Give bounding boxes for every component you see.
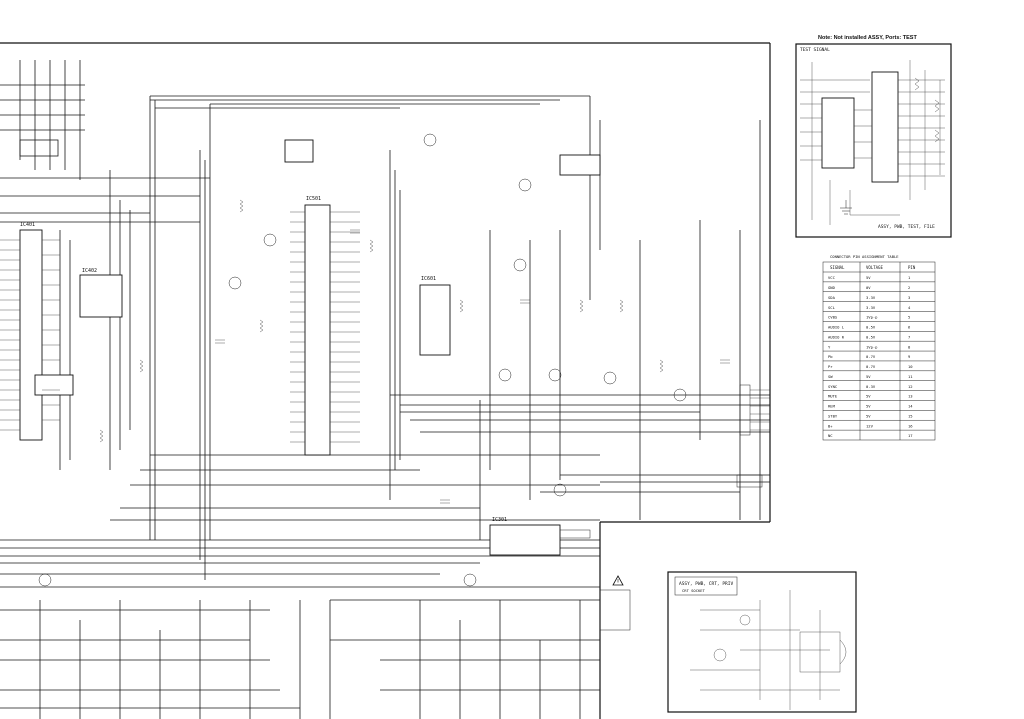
- pin-table-cell: 11: [908, 374, 913, 379]
- pin-table-cell: 4: [908, 305, 911, 310]
- pin-table-cell: GND: [828, 285, 836, 290]
- inset-bottom-board: ASSY, PWB, CRT, PRIV CRT SOCKET: [667, 571, 857, 713]
- integrated-circuits: IC501 IC601 IC401 IC402 IC301: [19, 139, 601, 556]
- eeprom-ic: [79, 274, 123, 318]
- pin-table: CONNECTOR PIN ASSIGNMENT TABLE SIGNAL VO…: [822, 254, 936, 441]
- main-ic-pins: [0, 211, 360, 443]
- pin-table-cell: 6: [908, 325, 911, 330]
- pin-table-cell: 2: [908, 285, 910, 290]
- transistors: [38, 133, 687, 587]
- pin-table-header-signal: SIGNAL: [830, 265, 845, 270]
- pin-table-header-voltage: VOLTAGE: [866, 265, 883, 270]
- eeprom-ic-label: IC402: [82, 268, 97, 274]
- inset-top-board: TEST SIGNAL ASSY, PWB, TEST, FILE: [795, 43, 952, 238]
- connectors: [559, 384, 763, 631]
- pin-table-cell: 13: [908, 394, 913, 399]
- pin-table-cell: AUDIO L: [828, 325, 845, 330]
- inset-top-board-label: TEST SIGNAL: [800, 47, 830, 53]
- pin-table-cell: Y: [828, 344, 831, 349]
- pin-table-title: CONNECTOR PIN ASSIGNMENT TABLE: [830, 254, 899, 259]
- pin-table-cell: REM: [828, 404, 836, 409]
- pin-table-cell: B+: [828, 423, 833, 428]
- pin-table-cell: VCC: [828, 275, 835, 280]
- pin-table-header-pin: PIN: [908, 265, 916, 270]
- main-frame: [0, 42, 771, 719]
- pin-table-cell: 5V: [866, 374, 871, 379]
- main-ic: [304, 204, 331, 456]
- pin-table-cell: 8: [908, 344, 911, 349]
- mcu-ic-label: IC401: [20, 222, 35, 228]
- pin-table-cell: Pb: [828, 354, 833, 359]
- pin-table-cell: 7: [908, 334, 910, 339]
- pin-table-cell: NC: [828, 433, 833, 438]
- pin-table-cell: 3: [908, 295, 910, 300]
- pin-table-cell: 5V: [866, 394, 871, 399]
- pin-table-cell: MUTE: [828, 394, 838, 399]
- inset-top-caption: ASSY, PWB, TEST, FILE: [878, 224, 935, 230]
- ground-icon: [840, 200, 852, 215]
- pin-table-cell: SYNC: [828, 384, 837, 389]
- pin-table-cell: 5: [908, 315, 910, 320]
- warning-triangle-icon: [612, 575, 624, 586]
- pin-table-cell: SCL: [828, 305, 836, 310]
- pin-table-cell: 5V: [866, 413, 871, 418]
- video-ic-label: IC601: [421, 276, 436, 282]
- pin-table-cell: Pr: [828, 364, 833, 369]
- pin-table-cell: STBY: [828, 413, 838, 418]
- pin-table-cell: 5V: [866, 275, 871, 280]
- note-top: Note: Not installed ASSY, Ports: TEST: [818, 35, 917, 41]
- pin-table-cell: 17: [908, 433, 913, 438]
- pin-table-cell: 0V: [866, 285, 871, 290]
- pin-table-cell: AUDIO R: [828, 334, 845, 339]
- pin-table-cell: 16: [908, 423, 913, 428]
- mcu-ic: [19, 229, 43, 441]
- pin-table-cell: 1Vp-p: [866, 344, 878, 349]
- pin-table-cell: 9: [908, 354, 911, 359]
- inset-bottom-sub: CRT SOCKET: [682, 588, 706, 593]
- audio-ic-label: IC301: [492, 517, 507, 523]
- pin-table-cell: 0.7V: [866, 364, 876, 369]
- pin-table-cell: 10: [908, 364, 913, 369]
- pin-table-cell: 3.3V: [866, 305, 876, 310]
- pin-table-cell: SW: [828, 374, 833, 379]
- pin-table-cell: 0.7V: [866, 354, 876, 359]
- main-ic-label: IC501: [306, 196, 321, 202]
- passives: [99, 199, 770, 504]
- pin-table-cell: 0.5V: [866, 334, 876, 339]
- pin-table-cell: 1: [908, 275, 911, 280]
- inset-bottom-caption: ASSY, PWB, CRT, PRIV: [679, 581, 733, 587]
- audio-ic: [489, 524, 561, 556]
- pin-table-cell: 5V: [866, 404, 871, 409]
- video-ic: [419, 284, 451, 356]
- pin-table-cell: 1Vp-p: [866, 315, 878, 320]
- pin-table-cell: CVBS: [828, 315, 838, 320]
- pin-table-cell: 3.3V: [866, 295, 876, 300]
- pin-table-cell: 12V: [866, 423, 874, 428]
- pin-table-cell: 15: [908, 413, 913, 418]
- pin-table-cell: 12: [908, 384, 913, 389]
- wiring: [0, 60, 770, 719]
- pin-table-cell: 0.3V: [866, 384, 876, 389]
- pin-table-cell: SDA: [828, 295, 836, 300]
- pin-table-cell: 14: [908, 404, 913, 409]
- pin-table-cell: 0.5V: [866, 325, 876, 330]
